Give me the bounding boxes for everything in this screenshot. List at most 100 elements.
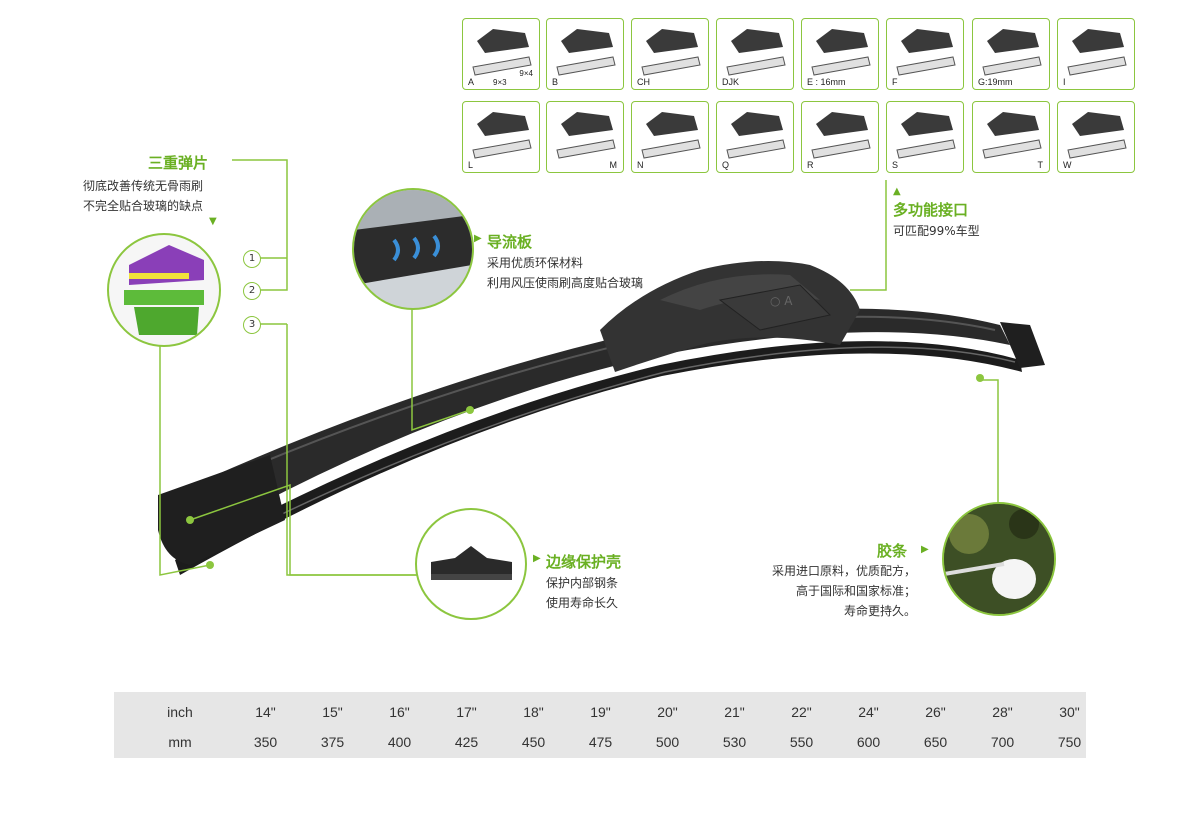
size-inch-cell: 14" xyxy=(255,704,276,720)
adapter-i: I xyxy=(1057,18,1135,90)
spoiler-line2: 利用风压使雨刷高度贴合玻璃 xyxy=(487,276,644,290)
triple-spring-line2: 不完全贴合玻璃的缺点 xyxy=(83,199,204,213)
marker-1: 1 xyxy=(243,250,261,268)
marker-2: 2 xyxy=(243,282,261,300)
size-inch-cell: 26" xyxy=(925,704,946,720)
wiper-illustration: ○ A xyxy=(158,159,1045,576)
adapter-illustration xyxy=(982,112,1042,159)
triple-spring-detail-circle xyxy=(107,233,221,347)
adapter-r: R xyxy=(801,101,879,173)
size-mm-cell: 700 xyxy=(990,734,1015,750)
adapter-size-2: 9×3 xyxy=(493,78,507,87)
adapter-illustration xyxy=(641,29,701,76)
adapter-size-1: 9×4 xyxy=(519,69,533,78)
adapter-label: R xyxy=(807,160,814,170)
adapter-l: L xyxy=(462,101,540,173)
wiper-rubber-strip xyxy=(175,341,1022,575)
svg-text:○ A: ○ A xyxy=(770,294,793,308)
adapter-illustration xyxy=(1067,29,1127,76)
size-inch-cell: 15" xyxy=(322,704,343,720)
adapter-illustration xyxy=(556,112,616,159)
size-mm-cell: 530 xyxy=(722,734,747,750)
adapter-label: F xyxy=(892,77,898,87)
size-inch-cell: 21" xyxy=(724,704,745,720)
adapter-illustration xyxy=(896,112,956,159)
size-mm-cell: 375 xyxy=(320,734,345,750)
size-mm-cell: 400 xyxy=(387,734,412,750)
rubber-title: 胶条 xyxy=(877,542,908,560)
adapter-illustration xyxy=(726,112,786,159)
adapter-label: Q xyxy=(722,160,730,170)
size-inch-label: inch xyxy=(167,704,193,720)
adapter-illustration xyxy=(811,112,871,159)
multi-interface-line1: 可匹配99%车型 xyxy=(893,224,980,238)
wiper-right-tip xyxy=(1000,322,1045,368)
size-mm-cell: 475 xyxy=(588,734,613,750)
size-mm-cell: 650 xyxy=(923,734,948,750)
rubber-line2: 高于国际和国家标准； xyxy=(795,584,916,598)
marker-3: 3 xyxy=(243,316,261,334)
size-inch-cell: 17" xyxy=(456,704,477,720)
size-inch-cell: 28" xyxy=(992,704,1013,720)
adapter-label: CH xyxy=(637,77,650,87)
adapter-illustration xyxy=(1067,112,1127,159)
size-inch-cell: 16" xyxy=(389,704,410,720)
edge-shell-line2: 使用寿命长久 xyxy=(546,596,619,610)
size-inch-cell: 30" xyxy=(1059,704,1080,720)
spoiler-title: 导流板 xyxy=(487,233,533,251)
triple-spring-line1: 彻底改善传统无骨雨刷 xyxy=(83,179,204,193)
size-mm-cell: 450 xyxy=(521,734,546,750)
size-mm-cell: 600 xyxy=(856,734,881,750)
triple-spring-title: 三重弹片 xyxy=(148,154,209,172)
adapter-label: S xyxy=(892,160,899,170)
size-mm-cell: 750 xyxy=(1057,734,1082,750)
adapter-label: DJK xyxy=(722,77,740,87)
adapter-label: L xyxy=(468,160,474,170)
wiper-blade-body xyxy=(160,308,1010,545)
adapter-illustration xyxy=(896,29,956,76)
triangle-down-icon: ▼ xyxy=(209,216,217,227)
adapter-djk: DJK xyxy=(716,18,794,90)
adapter-illustration xyxy=(556,29,616,76)
rubber-detail-circle xyxy=(942,502,1056,616)
rubber-line3: 寿命更持久。 xyxy=(843,604,916,618)
adapter-illustration xyxy=(982,29,1042,76)
spoiler-line1: 采用优质环保材料 xyxy=(487,256,584,270)
size-inch-cell: 20" xyxy=(657,704,678,720)
size-mm-cell: 550 xyxy=(789,734,814,750)
adapter-illustration xyxy=(641,112,701,159)
adapter-m: M xyxy=(546,101,624,173)
triangle-right-icon: ▶ xyxy=(474,233,482,244)
size-inch-cell: 24" xyxy=(858,704,879,720)
adapter-label: E : 16mm xyxy=(807,77,846,87)
adapter-q: Q xyxy=(716,101,794,173)
adapter-f: F xyxy=(886,18,964,90)
size-mm-label: mm xyxy=(168,734,192,750)
adapter-s: S xyxy=(886,101,964,173)
adapter-illustration xyxy=(472,29,532,76)
rubber-line1: 采用进口原料，优质配方， xyxy=(771,564,916,578)
adapter-illustration xyxy=(726,29,786,76)
wiper-end-cap xyxy=(158,455,285,565)
adapter-illustration xyxy=(472,112,532,159)
edge-shell-detail-circle xyxy=(415,508,527,620)
adapter-g: G:19mm xyxy=(972,18,1050,90)
adapter-w: W xyxy=(1057,101,1135,173)
adapter-illustration xyxy=(811,29,871,76)
adapter-ch: CH xyxy=(631,18,709,90)
size-mm-cell: 425 xyxy=(454,734,479,750)
adapter-label: N xyxy=(637,160,644,170)
adapter-label: G:19mm xyxy=(978,77,1013,87)
size-mm-cell: 500 xyxy=(655,734,680,750)
adapter-b: B xyxy=(546,18,624,90)
triangle-up-icon: ▲ xyxy=(893,186,901,197)
adapter-label: B xyxy=(552,77,559,87)
spoiler-detail-circle xyxy=(352,188,474,310)
edge-shell-title: 边缘保护壳 xyxy=(546,553,622,571)
edge-shell-line1: 保护内部钢条 xyxy=(546,576,619,590)
adapter-t: T xyxy=(972,101,1050,173)
size-inch-cell: 19" xyxy=(590,704,611,720)
adapter-label: M xyxy=(609,160,618,170)
